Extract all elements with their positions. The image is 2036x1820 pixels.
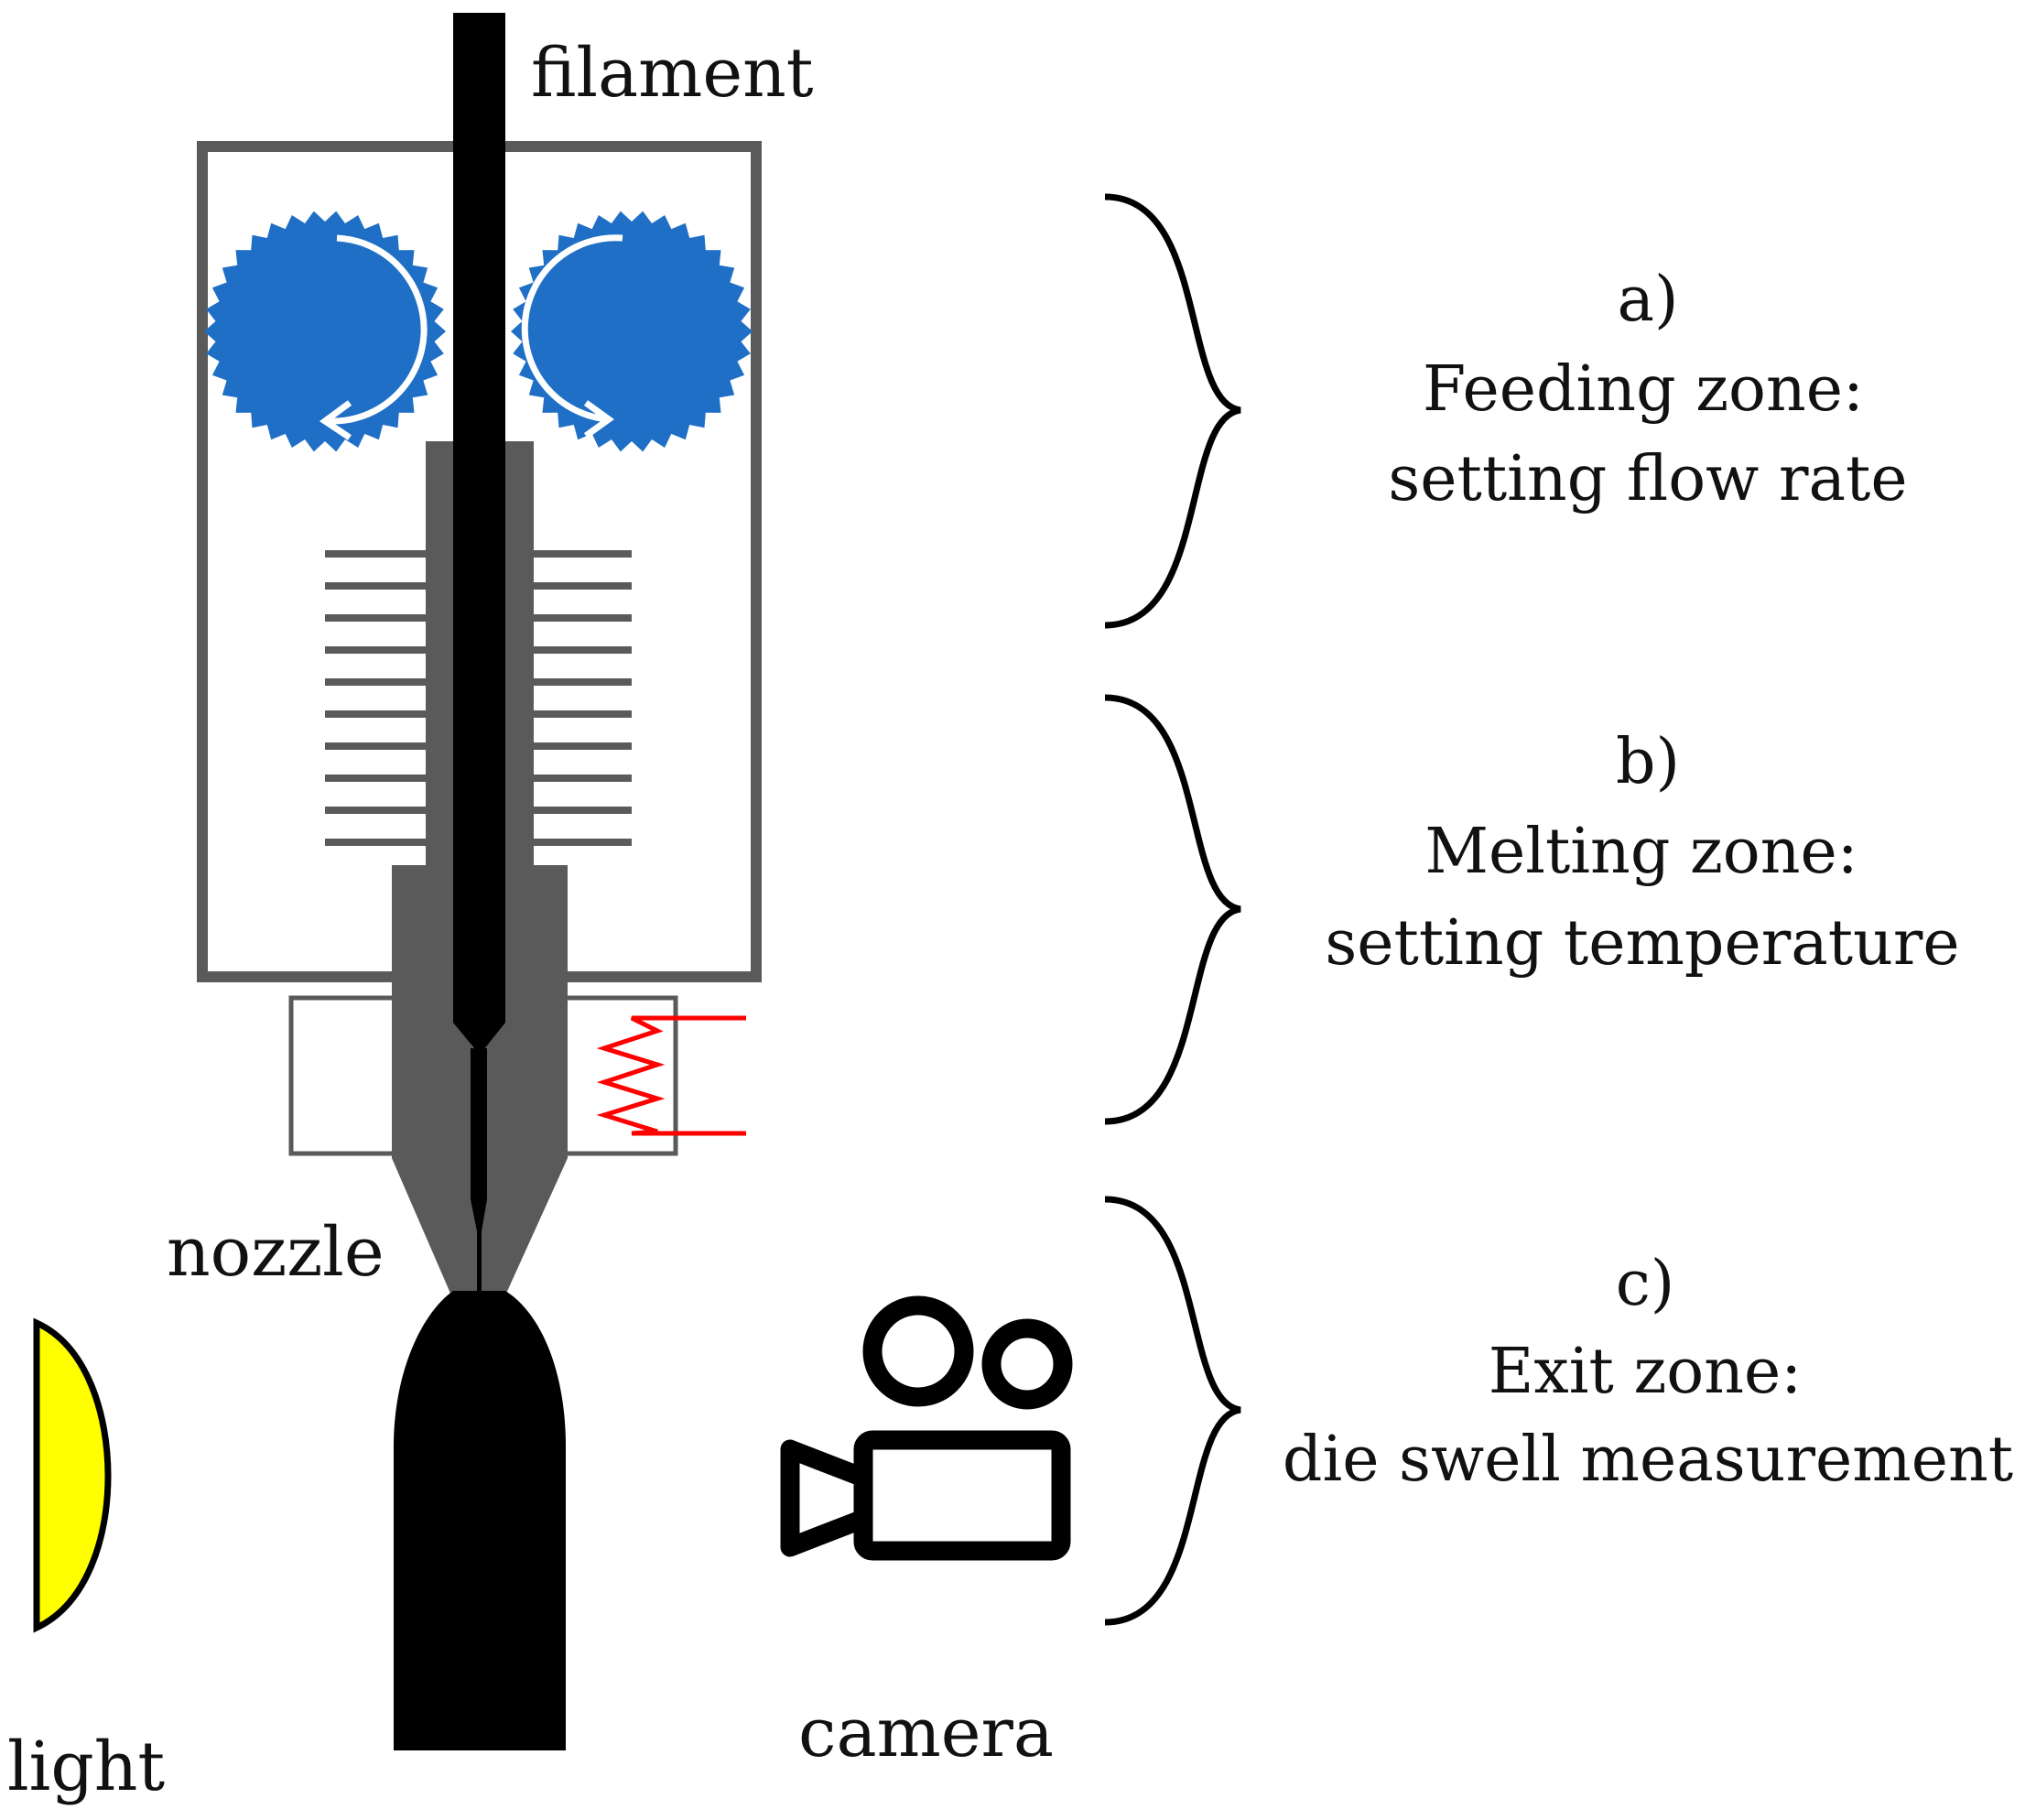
zone-c: c) Exit zone: die swell measurement — [1283, 1248, 2013, 1496]
arrow-head-icon — [319, 400, 352, 440]
zone-letter: a) — [1617, 264, 1678, 336]
zone-title: Feeding zone: — [1423, 353, 1864, 426]
heater-coil-icon — [596, 1015, 746, 1136]
zone-b: b) Melting zone: setting temperature — [1325, 726, 1959, 980]
light-source-icon — [33, 1317, 112, 1633]
brace-exit-zone — [1104, 1196, 1241, 1626]
zone-detail: die swell measurement — [1283, 1424, 2013, 1496]
brace-feeding-zone — [1104, 193, 1241, 629]
heat-sink-fins — [325, 550, 632, 846]
light-label: light — [7, 1728, 165, 1806]
zone-letter: b) — [1616, 726, 1680, 798]
brace-melting-zone — [1104, 694, 1241, 1125]
filament-label: filament — [531, 34, 814, 113]
zone-letter: c) — [1616, 1248, 1675, 1320]
gear-icon — [204, 211, 446, 452]
arrow-head-icon — [583, 400, 614, 439]
extrudate-strand — [394, 1291, 566, 1750]
rotation-arrow-icon — [327, 234, 428, 425]
camera-label: camera — [798, 1694, 1054, 1772]
nozzle-label: nozzle — [167, 1213, 384, 1292]
melt-channel — [471, 1048, 487, 1295]
video-camera-icon — [780, 1295, 1073, 1561]
rotation-arrow-icon — [521, 234, 623, 423]
zone-a: a) Feeding zone: setting flow rate — [1388, 264, 1907, 515]
filament — [453, 13, 505, 1055]
zone-detail: setting flow rate — [1388, 443, 1907, 515]
zone-title: Melting zone: — [1424, 816, 1857, 888]
zone-detail: setting temperature — [1325, 907, 1959, 980]
feed-gear-right — [511, 211, 753, 452]
gear-icon — [511, 211, 753, 452]
feed-gear-left — [204, 211, 446, 452]
zone-title: Exit zone: — [1489, 1336, 1802, 1408]
